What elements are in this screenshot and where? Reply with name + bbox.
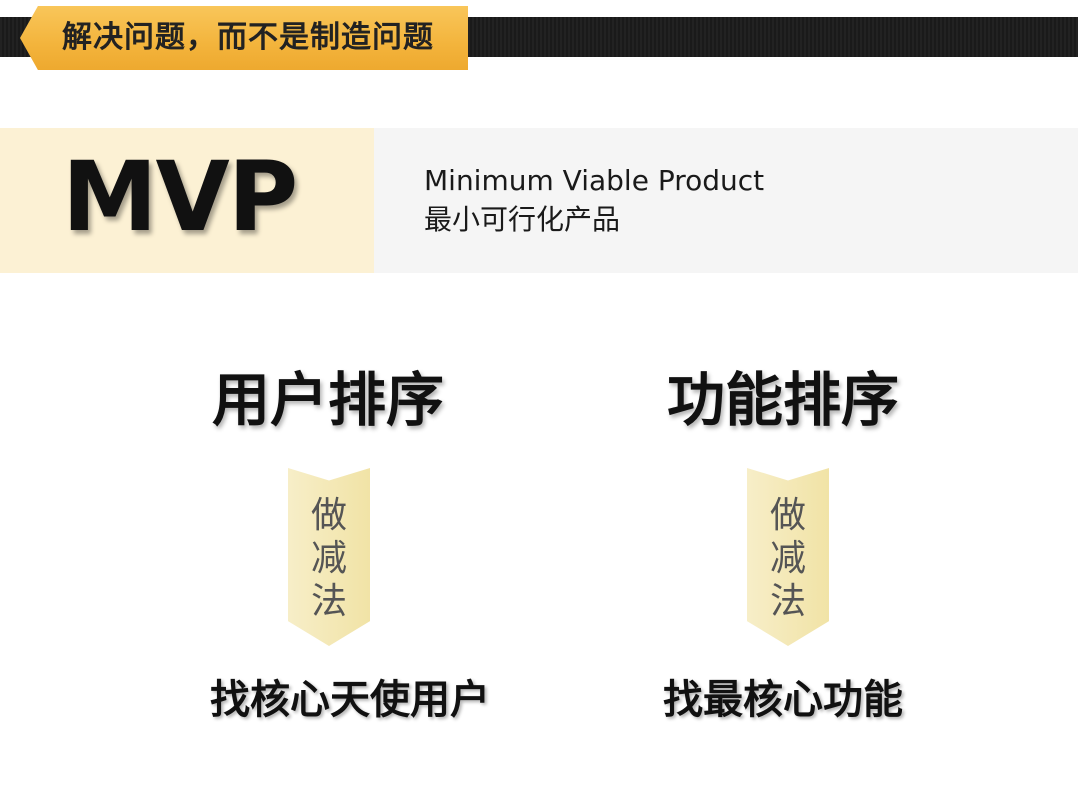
feature-sort-result: 找最核心功能	[663, 677, 903, 723]
arrow-text-right-1: 做	[769, 495, 806, 536]
feature-sort-heading: 功能排序	[666, 366, 899, 434]
mvp-box	[0, 128, 374, 273]
arrow-text-left-2: 减	[310, 538, 347, 579]
mvp-chinese-definition: 最小可行化产品	[424, 203, 621, 236]
down-arrow-left	[288, 468, 370, 646]
title-tab	[20, 6, 468, 70]
user-sort-result: 找核心天使用户	[210, 677, 490, 723]
user-sort-heading: 用户排序	[211, 366, 444, 434]
slide-title: 解决问题，而不是制造问题	[62, 20, 434, 55]
arrow-text-left-1: 做	[310, 495, 347, 536]
mvp-acronym: MVP	[62, 141, 298, 253]
mvp-english-definition: Minimum Viable Product	[424, 164, 765, 197]
arrow-text-right-3: 法	[769, 581, 806, 622]
arrow-text-left-3: 法	[310, 581, 347, 622]
down-arrow-right	[747, 468, 829, 646]
arrow-text-right-2: 减	[769, 538, 806, 579]
